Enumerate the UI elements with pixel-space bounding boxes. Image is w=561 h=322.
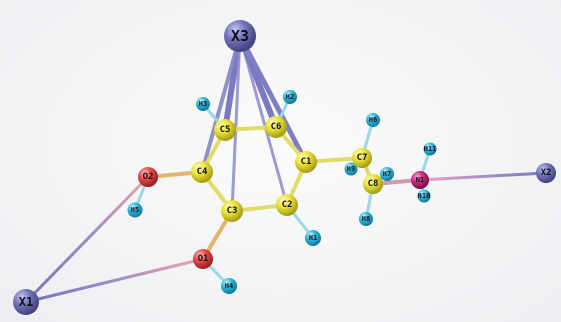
atom-label-h4: H4 (225, 282, 233, 290)
atom-label-c1: C1 (301, 157, 312, 167)
atom-label-h3: H3 (199, 100, 207, 108)
atom-label-x2: X2 (541, 168, 552, 178)
atom-h3[interactable]: H3 (196, 97, 210, 111)
atom-h1[interactable]: H1 (305, 230, 321, 246)
atom-c3[interactable]: C3 (221, 200, 243, 222)
atom-h4[interactable]: H4 (221, 278, 237, 294)
atoms: H3 H2 H6 H11 H9 H7 H10 H8 (13, 20, 556, 315)
atom-c8[interactable]: C8 (363, 174, 383, 194)
atom-h9[interactable]: H9 (344, 162, 358, 176)
atom-label-o1: O1 (198, 254, 209, 264)
atom-x3[interactable]: X3 (224, 20, 256, 52)
atom-c4[interactable]: C4 (191, 161, 213, 183)
atom-c5[interactable]: C5 (214, 119, 236, 141)
atom-label-h10: H10 (418, 192, 431, 200)
atom-o1[interactable]: O1 (193, 249, 213, 269)
bonds (24, 33, 548, 304)
bond-x1-o1 (24, 257, 205, 304)
atom-c6[interactable]: C6 (265, 116, 287, 138)
atom-label-n1: N1 (416, 176, 424, 184)
atom-label-h11: H11 (424, 145, 437, 153)
atom-n1[interactable]: N1 (411, 171, 429, 189)
atom-o2[interactable]: O2 (138, 167, 158, 187)
bond-x3-c1 (237, 33, 309, 165)
atom-label-x1: X1 (19, 295, 33, 309)
atom-c1[interactable]: C1 (295, 151, 317, 173)
bond-x1-o2 (24, 175, 150, 304)
atom-label-h5: H5 (131, 206, 139, 214)
atom-x2[interactable]: X2 (536, 163, 556, 183)
atom-label-o2: O2 (143, 172, 154, 182)
atom-label-h6: H6 (369, 116, 377, 124)
atom-x1[interactable]: X1 (13, 289, 39, 315)
atom-h11[interactable]: H11 (423, 142, 437, 156)
atom-h7[interactable]: H7 (380, 167, 394, 181)
atom-label-h2: H2 (286, 93, 294, 101)
bond-x3-c3 (230, 34, 242, 213)
atom-label-c8: C8 (368, 179, 379, 189)
atom-label-h8: H8 (362, 215, 370, 223)
atom-label-h9: H9 (347, 165, 355, 173)
atom-h2[interactable]: H2 (283, 90, 297, 104)
atom-h5[interactable]: H5 (127, 202, 143, 218)
atom-label-c3: C3 (227, 206, 238, 216)
atom-h6[interactable]: H6 (366, 113, 380, 127)
atom-c7[interactable]: C7 (352, 148, 372, 168)
atom-label-h1: H1 (309, 234, 317, 242)
bond-x3-c4 (200, 34, 242, 174)
atom-label-c2: C2 (282, 200, 293, 210)
atom-label-c5: C5 (220, 125, 231, 135)
atom-label-c7: C7 (357, 153, 368, 163)
atom-c2[interactable]: C2 (276, 194, 298, 216)
atom-h8[interactable]: H8 (359, 212, 373, 226)
bond-x3-c2 (238, 34, 289, 207)
atom-label-h7: H7 (383, 170, 391, 178)
atom-label-c4: C4 (197, 167, 208, 177)
atom-h10[interactable]: H10 (417, 189, 431, 203)
atom-label-c6: C6 (271, 122, 282, 132)
atom-label-x3: X3 (231, 27, 249, 45)
bond-n1-x2 (418, 171, 548, 182)
